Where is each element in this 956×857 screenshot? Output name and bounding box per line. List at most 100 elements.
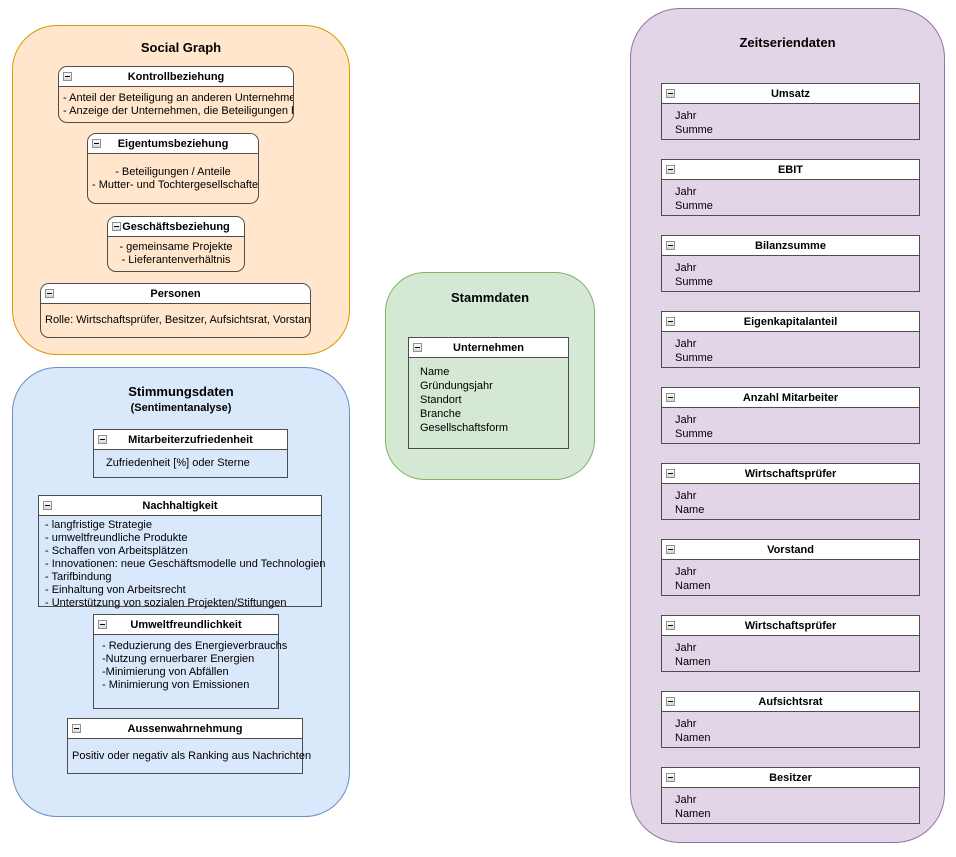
entity-attribute-line: Jahr [675, 794, 697, 806]
entity-body: - Anteil der Beteiligung an anderen Unte… [59, 87, 293, 122]
collapse-icon[interactable] [43, 501, 52, 510]
entity-eigentumsbeziehung[interactable]: Eigentumsbeziehung - Beteiligungen / Ant… [87, 133, 259, 204]
entity-attribute-line: - Tarifbindung [45, 571, 112, 583]
collapse-icon[interactable] [666, 317, 675, 326]
group-social-graph[interactable]: Social Graph Kontrollbeziehung - Anteil … [12, 25, 350, 355]
entity-title: Umweltfreundlichkeit [130, 618, 242, 631]
collapse-icon[interactable] [666, 773, 675, 782]
collapse-icon[interactable] [98, 620, 107, 629]
entity-attribute-line: - Einhaltung von Arbeitsrecht [45, 584, 186, 596]
collapse-icon[interactable] [45, 289, 54, 298]
entity-title: Kontrollbeziehung [127, 70, 225, 83]
group-title-stimmungsdaten: Stimmungsdaten [128, 384, 234, 399]
entity-attribute-line: - Schaffen von Arbeitsplätzen [45, 545, 188, 557]
entity-attribute-line: Summe [675, 352, 713, 364]
entity-title: Eigentumsbeziehung [117, 137, 229, 150]
entity-attribute-line: - Mutter- und Tochtergesellschaften [92, 178, 259, 191]
collapse-icon[interactable] [666, 621, 675, 630]
entity-nachhaltigkeit[interactable]: Nachhaltigkeit - langfristige Strategie-… [38, 495, 326, 609]
entity-body: - langfristige Strategie- umweltfreundli… [39, 516, 326, 609]
entity-attribute-line: Jahr [675, 110, 697, 122]
entity-title: Geschäftsbeziehung [122, 220, 230, 233]
group-subtitle-sentimentanalyse: (Sentimentanalyse) [130, 402, 232, 414]
entity-attribute-line: Name [675, 504, 705, 516]
entity-attribute-line: Namen [675, 580, 711, 592]
entity-body: - gemeinsame Projekte- Lieferantenverhäl… [108, 237, 244, 271]
collapse-icon[interactable] [666, 165, 675, 174]
collapse-icon[interactable] [666, 469, 675, 478]
entity-attribute-line: Jahr [675, 338, 697, 350]
entity-geschaeftsbeziehung[interactable]: Geschäftsbeziehung - gemeinsame Projekte… [107, 216, 245, 272]
entity-kontrollbeziehung[interactable]: Kontrollbeziehung - Anteil der Beteiligu… [58, 66, 294, 123]
entity-title: Wirtschaftsprüfer [744, 467, 837, 480]
entity-attribute-line: - Beteiligungen / Anteile [115, 165, 231, 178]
entity-header: Umsatz [662, 84, 919, 104]
entity-title: Personen [150, 287, 201, 300]
entity-attribute-line: Summe [675, 428, 713, 440]
entity-aussenwahrnehmung[interactable]: Aussenwahrnehmung Positiv oder negativ a… [67, 718, 312, 774]
entity-body: Zufriedenheit [%] oder Sterne [94, 450, 287, 477]
entity-attribute-line: - gemeinsame Projekte [119, 241, 233, 253]
collapse-icon[interactable] [92, 139, 101, 148]
entity-attribute-line: -Minimierung von Abfällen [102, 666, 229, 678]
collapse-icon[interactable] [666, 697, 675, 706]
collapse-icon[interactable] [666, 393, 675, 402]
entity-header: Umweltfreundlichkeit [94, 615, 278, 635]
entity-attribute-line: Jahr [675, 718, 697, 730]
entity-title: Anzahl Mitarbeiter [742, 391, 839, 404]
collapse-icon[interactable] [63, 72, 72, 81]
collapse-icon[interactable] [112, 222, 121, 231]
entity-title: Umsatz [770, 87, 811, 100]
entity-attribute-line: Namen [675, 656, 711, 668]
entity-attribute-line: Summe [675, 200, 713, 212]
entity-attribute-line: Namen [675, 732, 711, 744]
collapse-icon[interactable] [666, 241, 675, 250]
entity-attribute-line: Summe [675, 276, 713, 288]
entity-attribute-line: Jahr [675, 642, 697, 654]
entity-body: Rolle: Wirtschaftsprüfer, Besitzer, Aufs… [41, 304, 310, 337]
collapse-icon[interactable] [72, 724, 81, 733]
group-title-zeitseriendaten: Zeitseriendaten [739, 35, 836, 50]
entity-title: EBIT [777, 163, 804, 176]
entity-attribute-line: Namen [675, 808, 711, 820]
entity-body: - Beteiligungen / Anteile- Mutter- und T… [88, 154, 258, 203]
entity-attribute-line: Summe [675, 124, 713, 136]
collapse-icon[interactable] [413, 343, 422, 352]
entity-header: Eigentumsbeziehung [88, 134, 258, 154]
collapse-icon[interactable] [98, 435, 107, 444]
entity-header: Aufsichtsrat [662, 692, 919, 712]
entity-mitarbeiterzufriedenheit[interactable]: Mitarbeiterzufriedenheit Zufriedenheit [… [93, 429, 288, 478]
entity-header: Wirtschaftsprüfer [662, 616, 919, 636]
entity-header: EBIT [662, 160, 919, 180]
group-stimmungsdaten[interactable]: Stimmungsdaten (Sentimentanalyse) Mitarb… [12, 367, 350, 817]
entity-attribute-line: Positiv oder negativ als Ranking aus Nac… [72, 749, 312, 762]
collapse-icon[interactable] [666, 545, 675, 554]
collapse-icon[interactable] [666, 89, 675, 98]
entity-header: Nachhaltigkeit [39, 496, 321, 516]
entity-personen[interactable]: Personen Rolle: Wirtschaftsprüfer, Besit… [40, 283, 311, 338]
entity-header: Kontrollbeziehung [59, 67, 293, 87]
entity-attribute-line: Jahr [675, 262, 697, 274]
entity-umweltfreundlichkeit[interactable]: Umweltfreundlichkeit - Reduzierung des E… [93, 614, 287, 709]
